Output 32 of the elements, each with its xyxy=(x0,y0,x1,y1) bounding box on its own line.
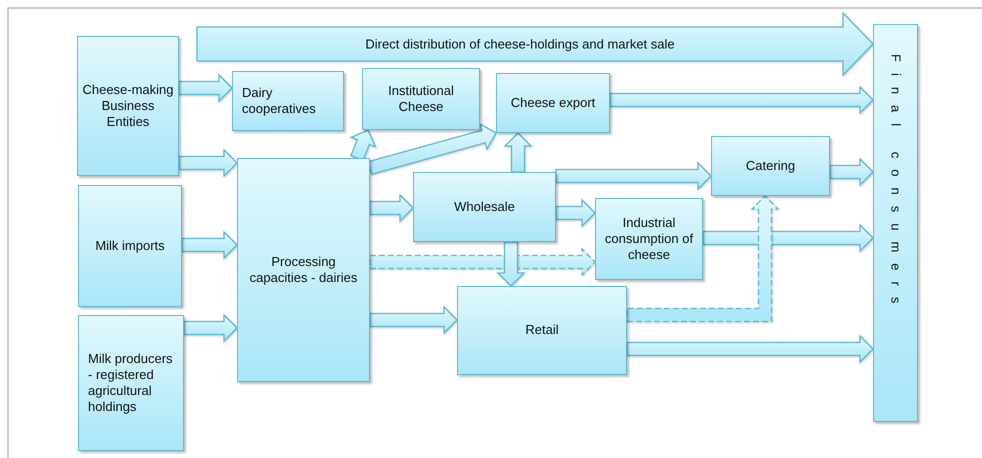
arrow xyxy=(503,132,533,173)
arrow xyxy=(555,198,596,228)
arrow xyxy=(178,73,233,103)
product-box: Institutional Cheese xyxy=(362,68,480,130)
arrow xyxy=(626,195,780,322)
arrow xyxy=(702,223,874,253)
node-label: Final consumers xyxy=(888,54,904,314)
source-box: Milk imports xyxy=(78,185,182,307)
retail-box: Retail xyxy=(457,286,627,375)
arrow xyxy=(496,241,526,287)
arrow xyxy=(367,122,497,176)
processing-box: Processing capacities - dairies xyxy=(237,158,370,382)
arrow xyxy=(369,193,414,223)
catering-box: Catering xyxy=(711,136,830,196)
entity-box: Cheese-making Business Entities xyxy=(77,36,179,176)
arrow xyxy=(369,247,596,277)
wholesale-box: Wholesale xyxy=(413,172,556,242)
arrow xyxy=(555,161,712,191)
consumer-bar xyxy=(873,24,918,422)
arrow xyxy=(178,148,238,178)
arrow xyxy=(609,85,874,115)
arrow xyxy=(829,157,874,187)
arrow xyxy=(626,334,874,364)
arrow xyxy=(183,313,238,343)
arrow xyxy=(181,230,238,260)
edge-label: Direct distribution of cheese-holdings and market sale xyxy=(365,36,675,52)
source-box: Milk producers - registered agricultural holdings xyxy=(78,315,184,451)
industry-box: Industrial consumption of cheese xyxy=(595,198,703,280)
block-arrow xyxy=(196,11,874,77)
arrow xyxy=(369,305,458,335)
export-box: Cheese export xyxy=(496,73,610,133)
cooperative-box: Dairy cooperatives xyxy=(232,71,344,131)
